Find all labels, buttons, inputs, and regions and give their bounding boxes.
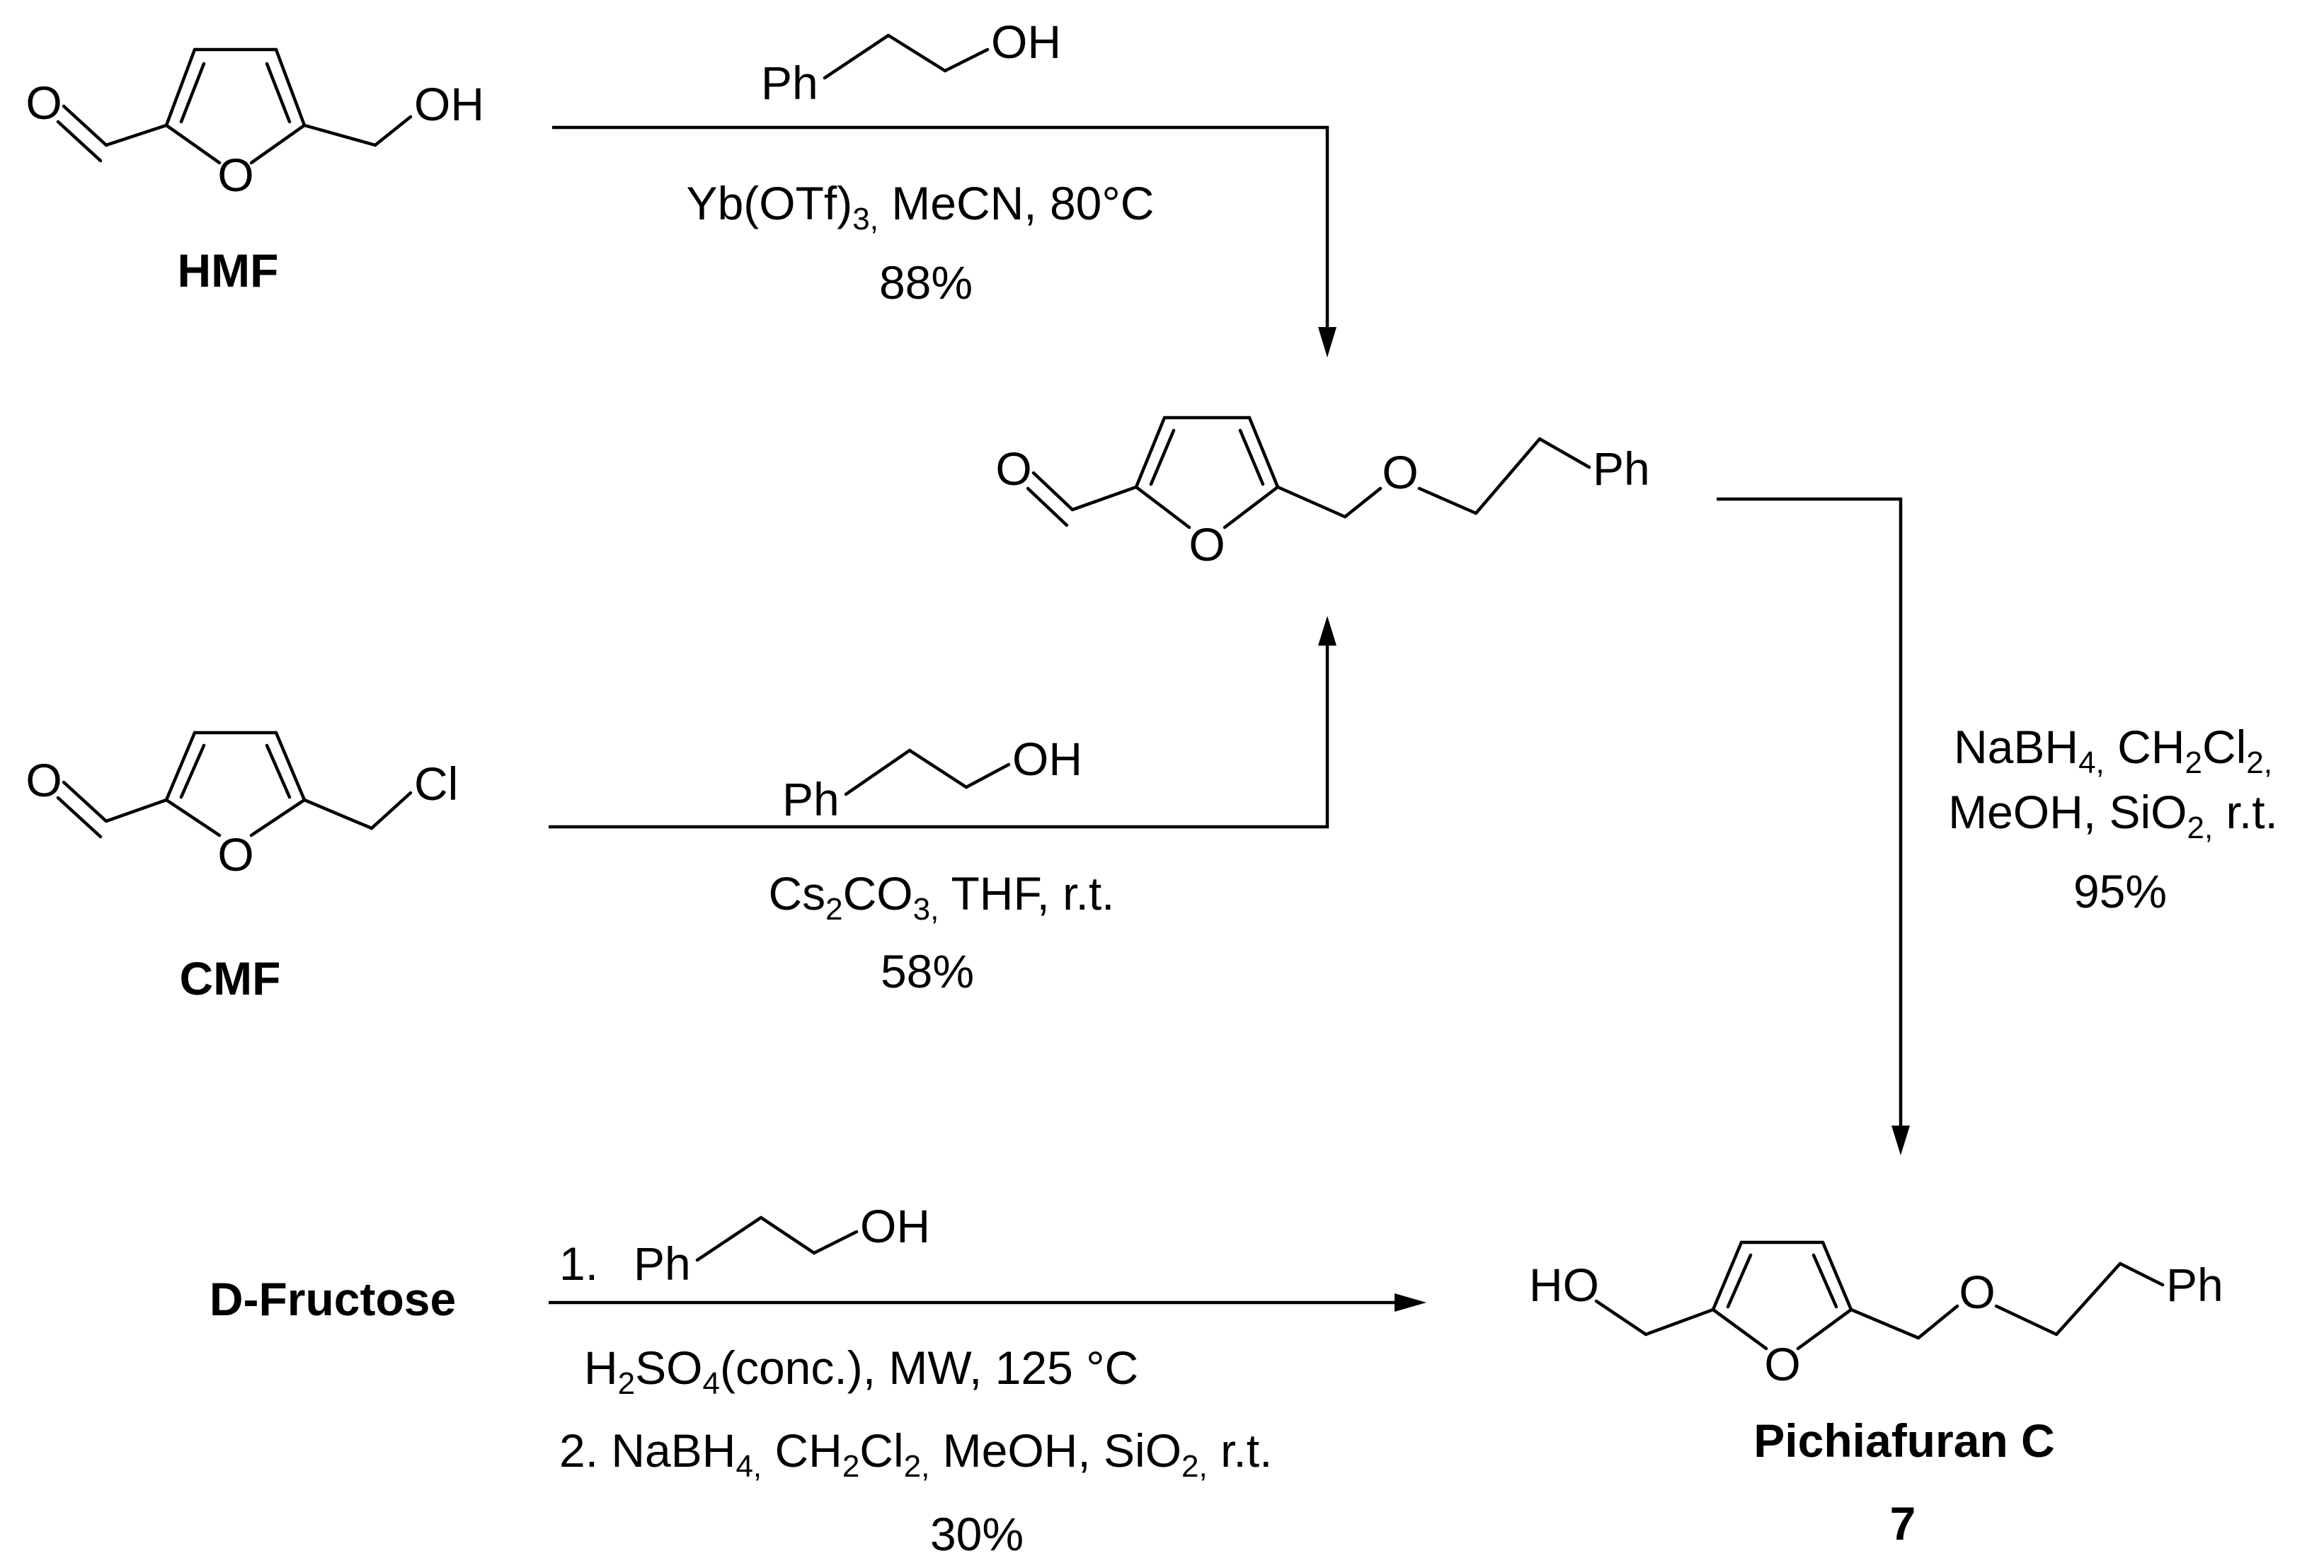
product-hydroxyl: HO [1529,1259,1599,1311]
fructose-yield: 30% [930,1508,1024,1560]
cmf-label: CMF [180,952,281,1005]
hmf-hydroxyl: OH [414,78,484,130]
fructose-reagent-hydroxyl: OH [860,1200,930,1252]
fructose-reagent-phenyl: Ph [634,1237,691,1290]
product-label: Pichiafuran C [1753,1414,2054,1467]
cmf-arrowhead [1318,616,1336,646]
hmf-reagent-hydroxyl: OH [991,16,1061,68]
hmf-label: HMF [178,244,279,297]
reduction-yield: 95% [2073,865,2167,917]
product-ether-oxygen: O [1959,1266,1995,1318]
hmf-reaction-arrow [552,125,1329,338]
intermediate-structure: O O O Ph [995,416,1650,571]
cmf-reagent-structure: Ph OH [782,733,1082,825]
fructose-arrowhead [1395,1293,1426,1312]
reduction-conditions-line2: MeOH, SiO2, r.t. [1948,786,2278,845]
intermediate-ring-oxygen: O [1189,518,1225,571]
hmf-reaction-conditions: Yb(OTf)3, MeCN, 80°C [687,177,1155,236]
hmf-ring-oxygen: O [217,149,253,201]
cmf-reaction-yield: 58% [881,945,974,997]
product-number: 7 [1890,1497,1916,1550]
cmf-reaction-arrow [549,634,1329,829]
fructose-step1-conditions: H2SO4(conc.), MW, 125 °C [584,1341,1138,1401]
fructose-label: D-Fructose [210,1273,456,1325]
cmf-structure: O O Cl [25,731,458,881]
product-structure: HO O O Ph [1529,1240,2223,1390]
cmf-reagent-phenyl: Ph [782,773,840,825]
product-phenyl: Ph [2166,1259,2223,1311]
fructose-reagent-structure: 1. Ph OH [559,1200,930,1290]
reduction-conditions-line1: NaBH4, CH2Cl2, [1954,721,2272,780]
reduction-reaction-arrow [1717,497,1903,1136]
hmf-reaction-yield: 88% [879,256,973,309]
intermediate-phenyl: Ph [1593,442,1650,495]
reduction-arrowhead [1891,1126,1910,1155]
hmf-reagent-phenyl: Ph [761,57,818,109]
cmf-reaction-conditions: Cs2CO3, THF, r.t. [768,867,1114,927]
hmf-arrowhead [1318,327,1336,357]
product-ring-oxygen: O [1764,1338,1800,1390]
intermediate-ether-oxygen: O [1382,446,1418,498]
hmf-reagent-structure: Ph OH [761,16,1061,109]
fructose-step1-number: 1. [559,1237,598,1290]
fructose-step2-conditions: 2. NaBH4, CH2Cl2, MeOH, SiO2, r.t. [559,1424,1272,1484]
hmf-carbonyl-oxygen: O [25,76,62,129]
intermediate-carbonyl-oxygen: O [995,442,1031,495]
cmf-carbonyl-oxygen: O [25,754,62,806]
cmf-ring-oxygen: O [217,828,253,881]
cmf-reagent-hydroxyl: OH [1012,733,1082,785]
cmf-chloro: Cl [414,757,458,810]
hmf-structure: O O OH [25,47,484,201]
